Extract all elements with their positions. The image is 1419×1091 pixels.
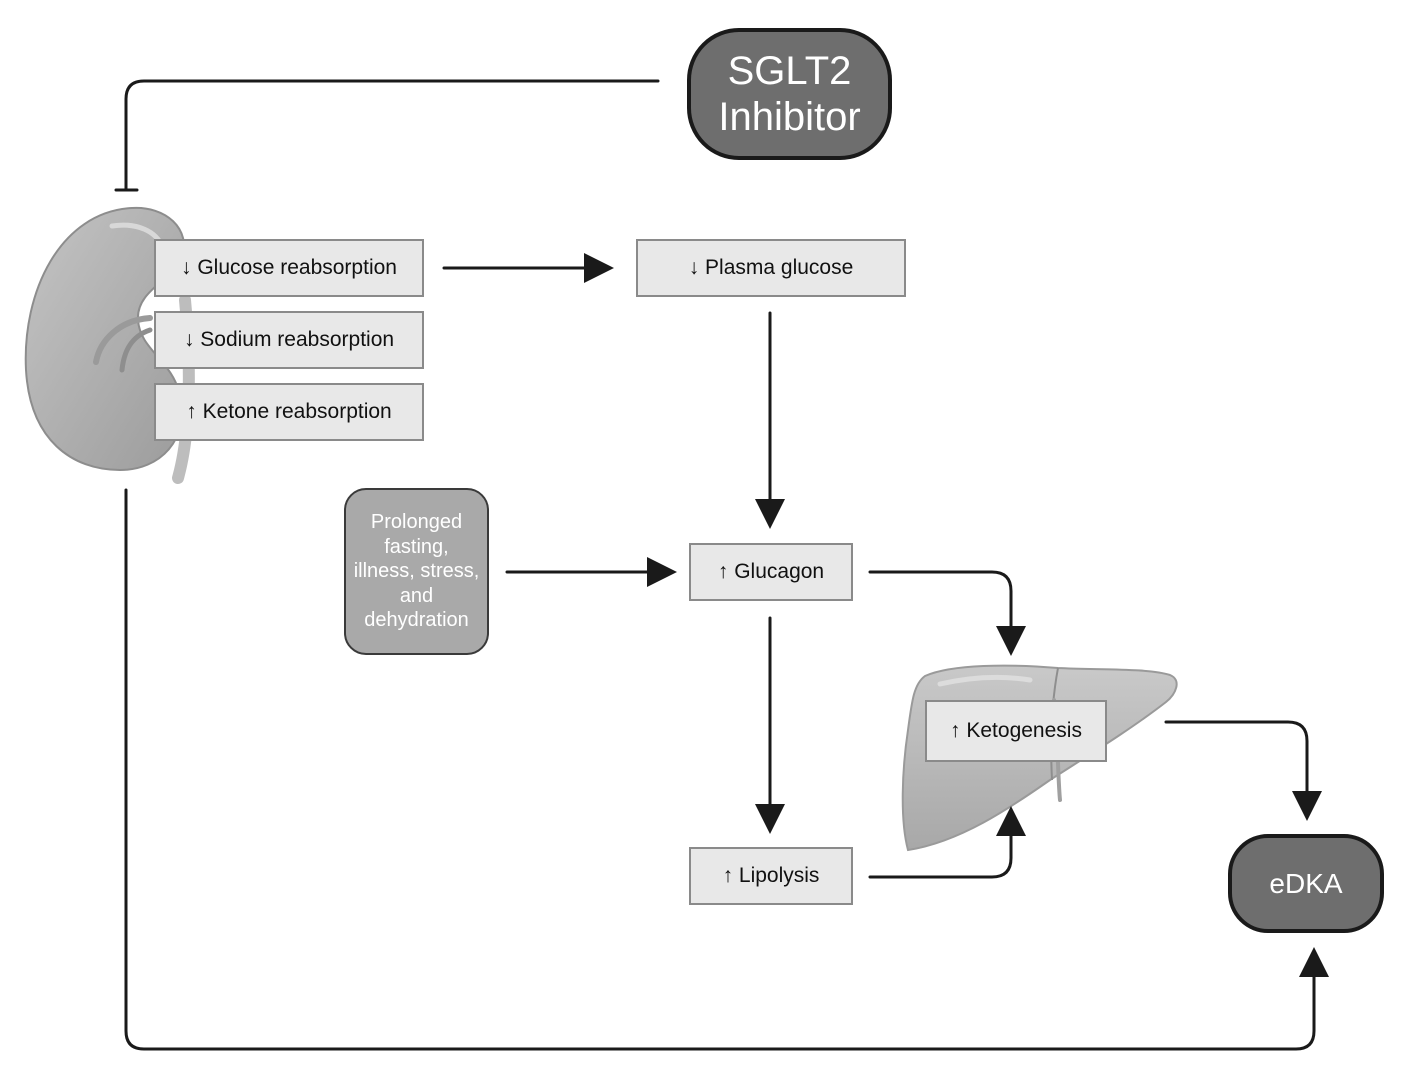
lipolysis-label: ↑ Lipolysis bbox=[722, 864, 820, 887]
plasma-glucose-label: ↓ Plasma glucose bbox=[688, 256, 854, 279]
glucose-reabsorption-node: ↓ Glucose reabsorption bbox=[154, 239, 424, 297]
sodium-reabsorption-node: ↓ Sodium reabsorption bbox=[154, 311, 424, 369]
connectors bbox=[114, 79, 1329, 1051]
sglt2-inhibitor-node: SGLT2 Inhibitor bbox=[687, 28, 892, 160]
glucagon-node: ↑ Glucagon bbox=[689, 543, 853, 601]
lipolysis-node: ↑ Lipolysis bbox=[689, 847, 853, 905]
glucagon-label: ↑ Glucagon bbox=[717, 560, 825, 583]
edka-label: eDKA bbox=[1269, 867, 1343, 899]
conditions-node: Prolonged fasting, illness, stress, and … bbox=[344, 488, 489, 655]
ketogenesis-label: ↑ Ketogenesis bbox=[950, 719, 1082, 742]
ketogenesis-node: ↑ Ketogenesis bbox=[925, 700, 1107, 762]
edka-node: eDKA bbox=[1228, 834, 1384, 933]
lipolysis-to-ketogenesis-arrow bbox=[868, 806, 1026, 879]
glucose-reabsorption-label: ↓ Glucose reabsorption bbox=[181, 256, 397, 279]
glucagon-to-ketogenesis-arrow bbox=[868, 570, 1026, 656]
ketogenesis-to-edka-arrow bbox=[1164, 720, 1322, 821]
inhibition-connector bbox=[124, 79, 660, 192]
kidney-to-edka-arrow bbox=[124, 488, 1329, 1051]
plasma-glucose-node: ↓ Plasma glucose bbox=[636, 239, 906, 297]
sodium-reabsorption-label: ↓ Sodium reabsorption bbox=[183, 328, 395, 351]
conditions-label: Prolonged fasting, illness, stress, and … bbox=[353, 511, 480, 632]
sglt2-inhibitor-label: SGLT2 Inhibitor bbox=[718, 49, 861, 139]
ketone-reabsorption-node: ↑ Ketone reabsorption bbox=[154, 383, 424, 441]
ketone-reabsorption-label: ↑ Ketone reabsorption bbox=[186, 400, 392, 423]
